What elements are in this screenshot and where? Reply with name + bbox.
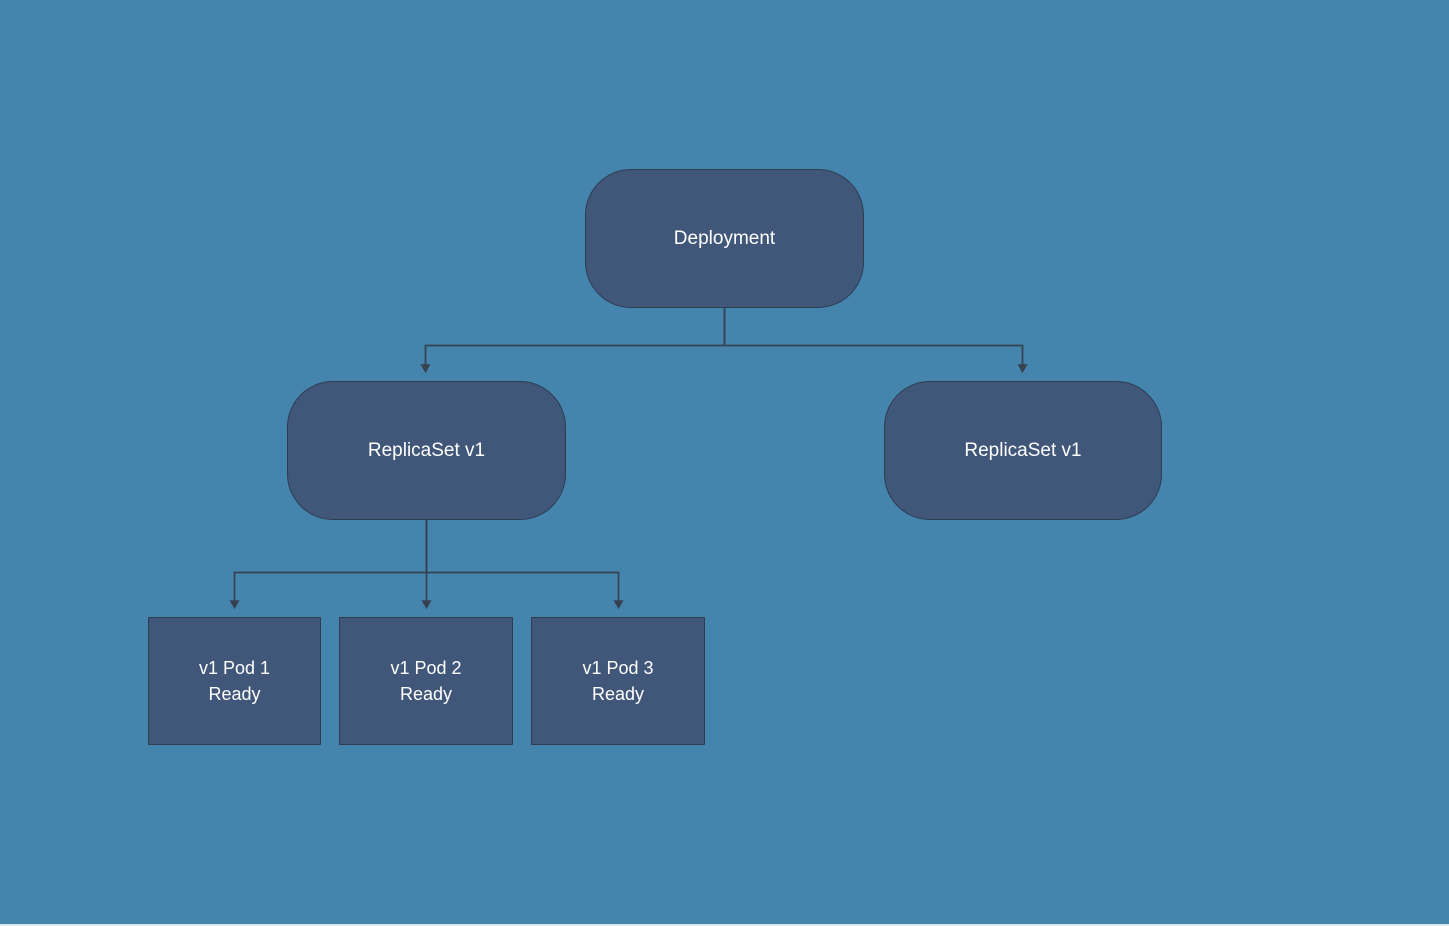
node-replicaset-2[interactable]: ReplicaSet v1: [884, 381, 1162, 520]
node-pod-2[interactable]: v1 Pod 2 Ready: [339, 617, 513, 745]
node-pod-1[interactable]: v1 Pod 1 Ready: [148, 617, 321, 745]
node-pod-2-status: Ready: [399, 684, 453, 704]
node-pod-3-status: Ready: [591, 684, 645, 704]
node-deployment[interactable]: Deployment: [585, 169, 864, 308]
node-replicaset-1-label: ReplicaSet v1: [367, 439, 486, 461]
node-pod-3[interactable]: v1 Pod 3 Ready: [531, 617, 705, 745]
node-replicaset-1[interactable]: ReplicaSet v1: [287, 381, 566, 520]
node-pod-2-name: v1 Pod 2: [390, 657, 462, 678]
edge-replicaset-1-to-pod-1: [229, 520, 428, 610]
node-pod-1-status: Ready: [208, 684, 261, 704]
edge-replicaset-1-to-pod-3: [425, 520, 624, 610]
node-deployment-label: Deployment: [673, 227, 776, 249]
edge-deployment-to-replicaset-1: [420, 308, 726, 374]
edge-deployment-to-replicaset-2: [723, 308, 1028, 374]
canvas-bottom-edge: [0, 924, 1449, 926]
node-pod-3-name: v1 Pod 3: [582, 657, 654, 678]
node-pod-1-name: v1 Pod 1: [198, 657, 271, 678]
node-replicaset-2-label: ReplicaSet v1: [964, 439, 1082, 461]
